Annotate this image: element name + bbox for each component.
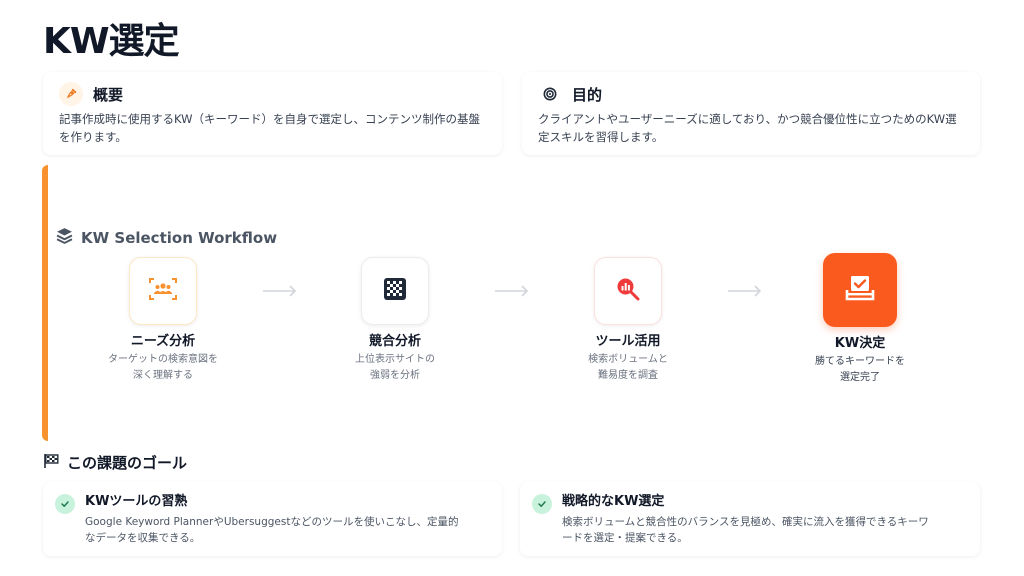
workflow-title: KW Selection Workflow (81, 228, 278, 247)
accent-bar (42, 165, 48, 441)
arrow-right-icon (494, 283, 530, 297)
step-desc-line2: 強弱を分析 (370, 370, 420, 381)
goal-desc-line1: Google Keyword PlannerやUbersuggestなどのツール… (85, 516, 459, 528)
bullseye-icon (538, 82, 562, 106)
step-name: 競合分析 (368, 334, 421, 349)
goals-header: この課題のゴール (43, 452, 187, 473)
overview-title: 概要 (93, 85, 124, 104)
workflow-header: KW Selection Workflow (56, 227, 277, 248)
step-icon-box (823, 253, 897, 327)
workflow-step-needs: ニーズ分析 ターゲットの検索意図を 深く理解する (93, 257, 233, 383)
goal-card: KWツールの習熟 Google Keyword PlannerやUbersugg… (43, 482, 502, 556)
purpose-body: クライアントやユーザーニーズに適しており、かつ競合優位性に立つためのKW選定スキ… (538, 112, 957, 144)
checkered-flag-icon (43, 453, 59, 473)
goal-desc-line1: 検索ボリュームと競合性のバランスを見極め、確実に流入を獲得できるキーワ (562, 516, 929, 528)
workflow-step-decision: KW決定 勝てるキーワードを 選定完了 (790, 253, 930, 385)
step-desc-line1: 勝てるキーワードを (815, 356, 905, 367)
step-desc-line2: 深く理解する (133, 370, 193, 381)
overview-header: 概要 (59, 82, 486, 106)
goal-title: KWツールの習熟 (85, 494, 188, 509)
purpose-header: 目的 (538, 82, 964, 106)
step-name: KW決定 (834, 336, 886, 351)
step-desc-line2: 難易度を調査 (598, 370, 658, 381)
overview-body: 記事作成時に使用するKW（キーワード）を自身で選定し、コンテンツ制作の基盤を作り… (59, 112, 480, 144)
purpose-title: 目的 (572, 85, 603, 104)
goal-title: 戦略的なKW選定 (562, 494, 665, 509)
inbox-check-icon (845, 274, 875, 306)
goals-title: この課題のゴール (67, 454, 188, 472)
page-title: KW選定 (43, 21, 180, 62)
workflow-section: KW Selection Workflow ニーズ分析 ターゲットの検索意図を … (42, 165, 982, 441)
step-icon-box (129, 257, 197, 325)
step-desc-line1: 検索ボリュームと (588, 354, 668, 365)
check-circle-icon (532, 494, 552, 514)
workflow-step-competitor: 競合分析 上位表示サイトの 強弱を分析 (325, 257, 465, 383)
step-desc-line2: 選定完了 (840, 372, 880, 383)
goal-card: 戦略的なKW選定 検索ボリュームと競合性のバランスを見極め、確実に流入を獲得でき… (520, 482, 980, 556)
workflow-step-tools: ツール活用 検索ボリュームと 難易度を調査 (558, 257, 698, 383)
step-desc-line1: ターゲットの検索意図を (108, 354, 218, 365)
arrow-right-icon (727, 283, 763, 297)
step-desc-line1: 上位表示サイトの (355, 354, 435, 365)
search-chart-icon (615, 276, 641, 306)
goal-desc-line2: ードを選定・提案できる。 (562, 532, 688, 544)
overview-card: 概要 記事作成時に使用するKW（キーワード）を自身で選定し、コンテンツ制作の基盤… (43, 72, 502, 155)
step-name: ニーズ分析 (130, 334, 196, 349)
step-name: ツール活用 (595, 334, 661, 349)
step-icon-box (594, 257, 662, 325)
pen-nib-icon (59, 82, 83, 106)
goal-desc-line2: なデータを収集できる。 (85, 532, 201, 544)
purpose-card: 目的 クライアントやユーザーニーズに適しており、かつ競合優位性に立つためのKW選… (522, 72, 980, 155)
layers-icon (56, 227, 73, 248)
step-icon-box (361, 257, 429, 325)
checkerboard-icon (384, 278, 406, 304)
arrow-right-icon (262, 283, 298, 297)
users-focus-icon (148, 277, 178, 305)
check-circle-icon (55, 494, 75, 514)
